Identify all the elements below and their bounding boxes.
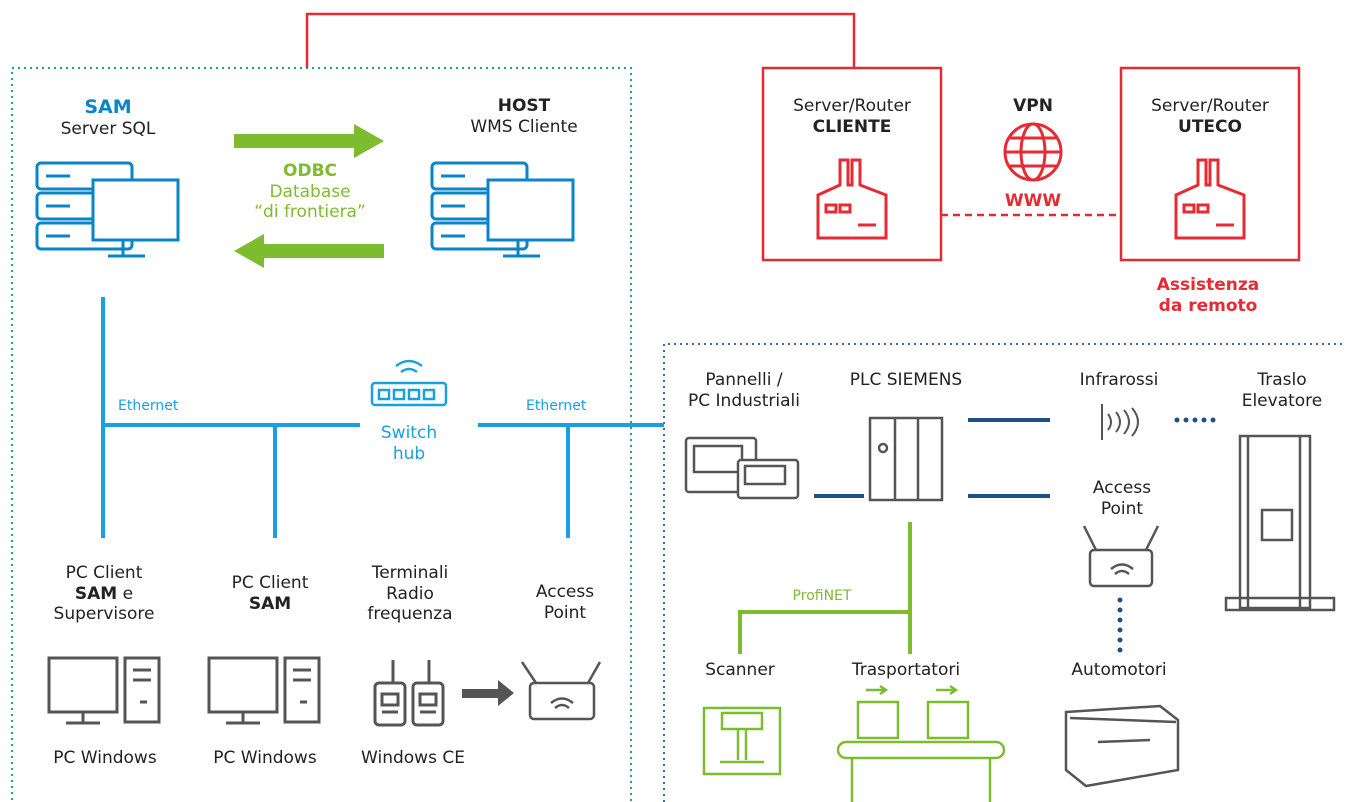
ethernet-label-left: Ethernet [118,398,179,414]
vpn-label: VPN [1013,96,1053,116]
factory-icon [816,158,888,240]
odbc-arrow-left [234,234,384,268]
router-cliente-line1: Server/Router [793,96,911,116]
pannelli-line1: Pannelli / [705,370,783,390]
access-point-icon [520,661,602,721]
pc-windows-caption-2: PC Windows [213,748,317,768]
router-uteco-label: Server/Router UTECO [1121,96,1299,137]
odbc-line1: Database [269,181,351,202]
server-icon [430,161,575,258]
scanner-icon [702,706,782,776]
ethernet-label-right: Ethernet [526,398,587,414]
agv-icon [1064,704,1180,788]
pc-icon [207,656,321,725]
remote-line2: da remoto [1158,295,1258,316]
windows-ce-caption: Windows CE [361,748,465,768]
factory-icon [1174,158,1246,240]
terminali-label: Terminali Radio frequenza [350,563,470,625]
host-label: HOST WMS Cliente [424,96,624,137]
switch-icon [370,359,448,407]
client-sam-line1: PC Client [231,573,309,593]
odbc-arrow-right [234,124,384,158]
client-sam-sup-bold: SAM [74,583,118,604]
router-uteco-box [1119,66,1301,262]
pannelli-line2: PC Industriali [688,390,800,411]
client-sam-sup-label: PC Client SAM e Supervisore [44,563,164,625]
pc-windows-caption-1: PC Windows [53,748,157,768]
client-sam-sup-line3: Supervisore [53,604,155,625]
traslo-label: Traslo Elevatore [1232,370,1332,411]
terminali-line1: Terminali [371,563,449,583]
stacker-crane-icon [1224,434,1336,612]
www-label: WWW [1004,191,1062,211]
client-sam-sup-line1: PC Client [65,563,143,583]
host-subtitle: WMS Cliente [470,116,578,137]
remote-assistance-label: Assistenza da remoto [1128,275,1288,316]
infrared-icon [1101,404,1139,440]
sam-subtitle: Server SQL [60,119,156,140]
odbc-title: ODBC [283,161,337,181]
traslo-line1: Traslo [1257,370,1307,390]
router-uteco-line1: Server/Router [1151,96,1269,116]
router-cliente-line2: CLIENTE [812,116,892,137]
hmi-panel-icon [684,436,800,500]
plc-label: PLC SIEMENS [849,370,963,390]
trasportatori-label: Trasportatori [851,660,961,680]
access-point-right-line1: Access [1092,478,1152,498]
odbc-line2: “di frontiera” [254,202,366,223]
automotori-label: Automotori [1071,660,1167,680]
radio-terminal-icon [373,660,445,727]
access-point-right-label: Access Point [1072,478,1172,519]
profinet-lines [738,522,912,654]
router-cliente-box [761,66,943,262]
scanner-label: Scanner [705,660,775,680]
plant-network-frame [663,343,1346,802]
profinet-label: ProfiNET [792,588,852,604]
switch-line1: Switch [380,423,438,443]
internet-link-line [305,12,856,68]
access-point-left-line2: Point [543,602,587,623]
client-sam-sup-rest: e [117,583,134,604]
host-title: HOST [497,96,551,116]
odbc-label: ODBC Database “di frontiera” [220,161,400,223]
office-network-frame [11,67,632,802]
pc-icon [47,656,161,725]
plc-icon [868,416,944,502]
client-sam-bold: SAM [248,593,292,614]
arrow-icon [462,680,514,706]
ethernet-lines [101,297,664,538]
router-cliente-label: Server/Router CLIENTE [763,96,941,137]
conveyor-icon [836,684,1006,802]
infrarossi-label: Infrarossi [1079,370,1159,390]
terminali-line3: frequenza [367,604,453,625]
sam-label: SAM Server SQL [40,96,176,140]
remote-line1: Assistenza [1156,275,1260,295]
access-point-icon [1082,525,1160,588]
dotted-link [1117,417,1216,653]
globe-icon [1003,122,1063,182]
pannelli-label: Pannelli / PC Industriali [674,370,814,411]
router-uteco-line2: UTECO [1178,116,1242,137]
plc-lines [814,418,1050,498]
traslo-line2: Elevatore [1241,390,1323,411]
terminali-line2: Radio [386,583,434,604]
access-point-right-line2: Point [1100,498,1144,519]
access-point-left-label: Access Point [510,582,620,623]
server-icon [35,161,180,258]
sam-title: SAM [84,96,132,118]
switch-label: Switch hub [364,423,454,464]
switch-line2: hub [392,443,426,464]
client-sam-label: PC Client SAM [210,573,330,614]
access-point-left-line1: Access [535,582,595,602]
